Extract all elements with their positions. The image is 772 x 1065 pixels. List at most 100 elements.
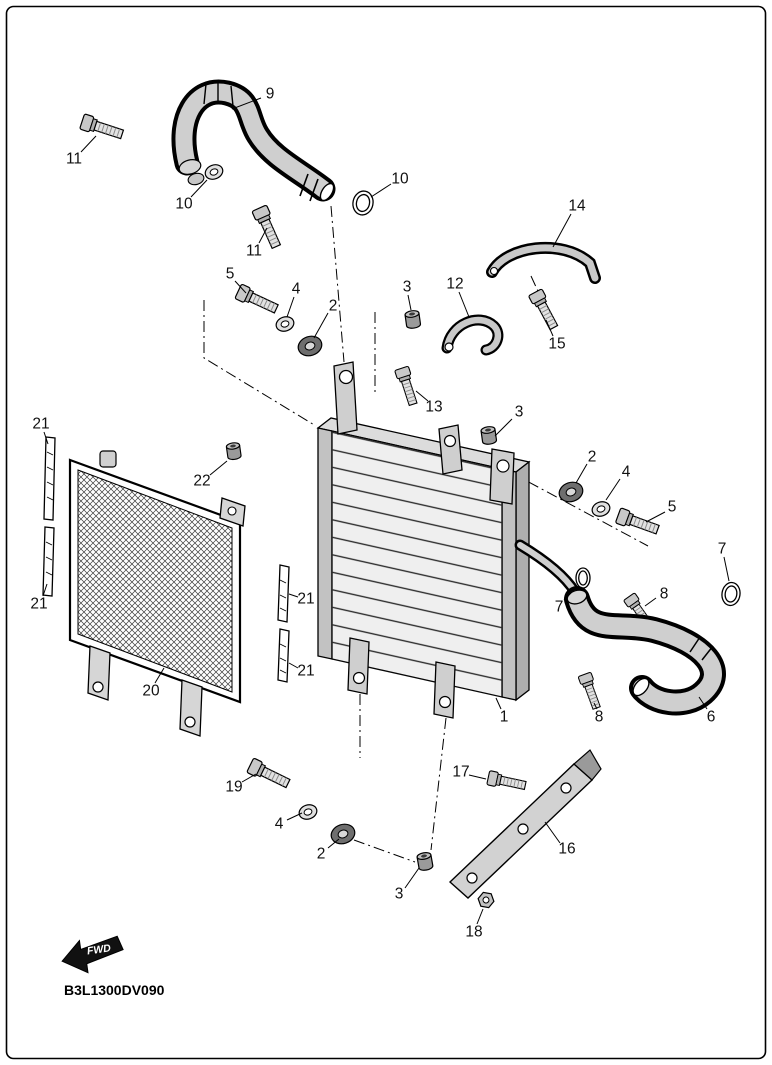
- part-trim-21-right-lower: [277, 628, 290, 683]
- part-trim-21-right-upper: [277, 564, 290, 623]
- callout-leader-2: [313, 312, 329, 339]
- callout-leader-19: [241, 773, 257, 783]
- callout-leader-14: [552, 213, 572, 248]
- callout-label-17: 17: [452, 764, 469, 781]
- core-tab-bottom-right: [433, 661, 456, 719]
- construction-lines: [203, 205, 649, 863]
- callout-leader-15: [545, 319, 554, 337]
- callout-leader-8: [644, 597, 657, 607]
- part-washer-4b: [589, 498, 613, 520]
- part-grommet-2a: [295, 332, 325, 360]
- part-trim-21-left-upper: [43, 436, 56, 521]
- hose-6-ribs: [689, 636, 714, 661]
- callout-leader-4: [605, 478, 621, 501]
- part-washer-4a: [273, 313, 297, 335]
- grille-tab-left-hole: [92, 681, 104, 693]
- callout-label-11: 11: [246, 243, 262, 260]
- part-grommet-2b: [556, 478, 586, 506]
- callout-leader-6: [698, 696, 708, 710]
- callout-label-1: 1: [500, 709, 509, 726]
- callout-leader-17: [468, 774, 487, 780]
- core-tab-top-right: [489, 448, 515, 505]
- callout-leader-11: [258, 227, 268, 244]
- callout-leader-3: [404, 867, 420, 889]
- part-bolt-15: [527, 288, 562, 332]
- callout-label-3: 3: [515, 404, 524, 421]
- callout-label-10: 10: [175, 196, 193, 213]
- core-right-face: [515, 460, 530, 702]
- lower-stay-assembly: [246, 749, 602, 909]
- core-tab-top-left-hole: [338, 369, 354, 385]
- part-grommet-22: [225, 441, 243, 461]
- callout-label-6: 6: [707, 709, 716, 726]
- callout-label-10: 10: [391, 171, 409, 188]
- callout-leader-10: [370, 183, 392, 198]
- stay-16-hole-3: [560, 782, 572, 794]
- part-bolt-11a: [79, 113, 126, 143]
- grille-bracket-hole: [227, 506, 237, 516]
- grille-top-clip: [99, 450, 117, 468]
- fwd-label: FWD: [86, 942, 112, 957]
- callout-leader-3: [494, 418, 513, 437]
- core-fins: [332, 431, 502, 697]
- fwd-arrow-icon: FWD: [61, 935, 124, 974]
- hose-6-flange: [566, 589, 588, 605]
- callout-label-8: 8: [595, 709, 604, 726]
- core-tab-bottom-left-hole: [352, 671, 366, 685]
- callout-label-20: 20: [142, 683, 160, 700]
- part-washer-4c: [296, 801, 320, 823]
- callout-label-2: 2: [317, 846, 326, 863]
- core-tab-top-right-hole: [496, 459, 510, 473]
- callout-label-21: 21: [30, 596, 47, 613]
- core-tab-top-mid: [438, 424, 463, 475]
- part-oring-10b: [352, 190, 374, 216]
- callout-label-15: 15: [548, 336, 565, 353]
- callout-leader-21: [288, 662, 299, 669]
- callout-leader-1: [495, 697, 502, 710]
- upper-hose-assembly: [79, 79, 374, 251]
- hose-9-fitting-flange: [187, 172, 205, 186]
- part-washer-10a: [202, 161, 226, 183]
- hose-6-opening: [632, 677, 650, 697]
- part-oring-7b: [721, 581, 741, 607]
- callout-label-12: 12: [446, 276, 463, 293]
- bracket-12-hole: [444, 342, 454, 352]
- bracket-14-hole: [489, 266, 499, 276]
- callout-leader-12: [458, 291, 470, 318]
- stay-16-hole-1: [466, 872, 478, 884]
- part-bracket-14: [488, 244, 599, 282]
- callout-leader-10: [190, 179, 208, 198]
- part-bolt-8b: [577, 671, 604, 711]
- page-border: [5, 5, 767, 1060]
- callout-leader-9: [231, 97, 262, 110]
- hose-9-opening: [319, 182, 335, 202]
- stay-16-hole-2: [517, 823, 529, 835]
- callout-label-21: 21: [32, 416, 49, 433]
- callout-leader-20: [154, 667, 165, 684]
- callout-label-4: 4: [292, 281, 301, 298]
- fwd-arrow-shape: [61, 935, 124, 974]
- oil-cooler-core: [316, 361, 531, 719]
- callout-leader-3: [407, 294, 412, 311]
- grille-tab-right: [179, 679, 203, 737]
- hose-9-fitting: [178, 159, 202, 175]
- callout-leader-16: [544, 821, 561, 844]
- part-collar-3b: [480, 425, 498, 446]
- callout-label-19: 19: [225, 779, 242, 796]
- part-bolt-17: [486, 770, 528, 794]
- stay-16-hook: [573, 749, 602, 781]
- part-code: B3L1300DV090: [64, 982, 165, 998]
- callout-leader-2: [327, 838, 340, 849]
- callout-leader-18: [476, 908, 484, 925]
- callout-leader-4: [286, 296, 295, 318]
- callout-label-4: 4: [275, 816, 284, 833]
- callout-label-21: 21: [297, 663, 314, 680]
- core-tab-bottom-left: [347, 637, 370, 695]
- callout-leader-21: [42, 583, 48, 597]
- callout-label-5: 5: [668, 499, 677, 516]
- grille-tab-right-hole: [184, 716, 196, 728]
- callout-leader-11: [80, 135, 97, 153]
